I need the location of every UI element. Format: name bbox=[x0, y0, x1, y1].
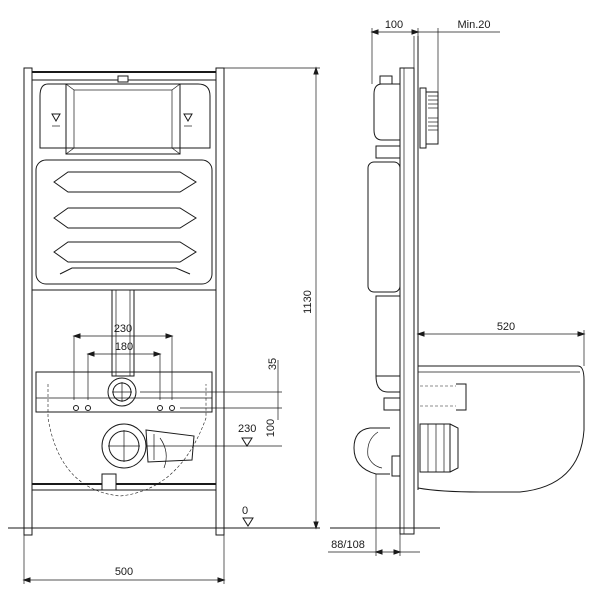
floor-level-label: 0 bbox=[242, 505, 248, 517]
bowl-side bbox=[417, 365, 585, 493]
fixing-hole-icon bbox=[157, 405, 163, 411]
drain-elbow-side bbox=[353, 423, 459, 477]
actuator-side bbox=[419, 87, 439, 149]
dim-500: 500 bbox=[115, 566, 133, 578]
cistern-side bbox=[367, 75, 401, 411]
front-view bbox=[8, 67, 320, 536]
flush-pipe bbox=[111, 289, 135, 377]
fixing-hole-icon bbox=[85, 405, 91, 411]
installation-frame bbox=[23, 67, 225, 536]
side-dimensions: 100 Min.20 520 88/108 bbox=[328, 19, 586, 556]
dim-230-outer: 230 bbox=[114, 323, 132, 335]
triangle-marker-icon bbox=[183, 113, 193, 123]
dim-1130: 1130 bbox=[302, 290, 314, 314]
dim-100: 100 bbox=[265, 419, 277, 437]
dim-230-drain: 230 bbox=[238, 423, 256, 435]
dim-min20: Min.20 bbox=[457, 19, 490, 31]
fixing-hole-icon bbox=[73, 405, 79, 411]
bowl-outline bbox=[47, 384, 207, 497]
dim-35: 35 bbox=[267, 358, 279, 370]
drain-connection bbox=[101, 423, 195, 491]
dim-100-depth: 100 bbox=[385, 19, 403, 31]
dim-88-108: 88/108 bbox=[331, 539, 365, 551]
dim-520: 520 bbox=[497, 321, 515, 333]
flush-plate bbox=[39, 83, 211, 155]
triangle-marker-icon bbox=[51, 113, 61, 123]
level-marker-icon bbox=[242, 517, 254, 527]
cistern-body bbox=[35, 159, 213, 285]
frame-upright bbox=[399, 67, 415, 535]
front-dimensions: 230 180 35 100 230 0 1130 500 bbox=[22, 66, 320, 584]
level-marker-icon bbox=[241, 437, 253, 447]
dim-180-inner: 180 bbox=[115, 341, 133, 353]
fixing-hole-icon bbox=[169, 405, 175, 411]
side-view bbox=[330, 36, 585, 535]
